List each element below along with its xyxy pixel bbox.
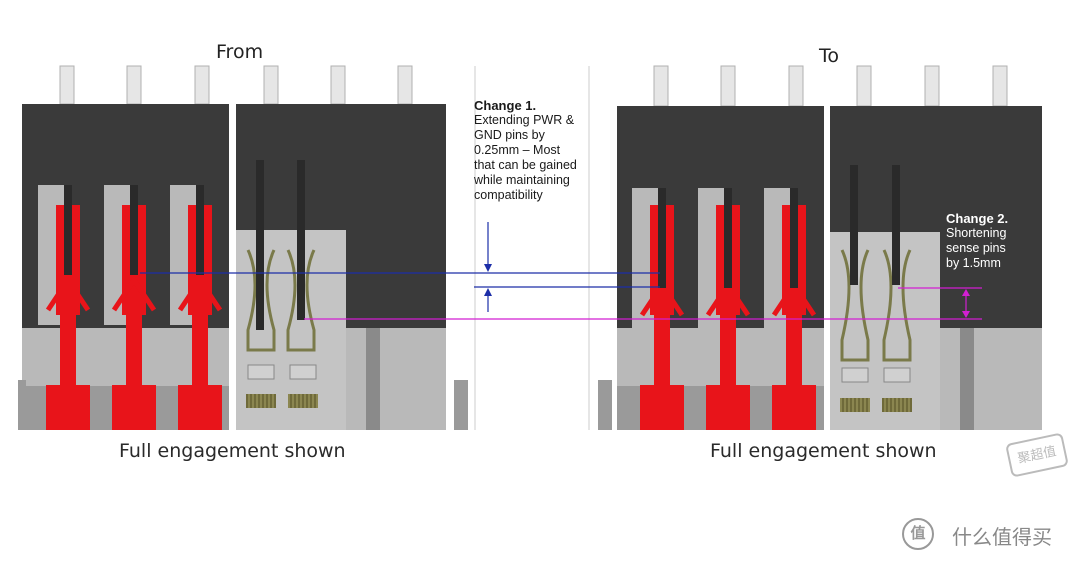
change1-line: GND pins by (474, 128, 545, 142)
from-connector (22, 65, 446, 430)
change2-line: Shortening (946, 226, 1007, 240)
to-connector (617, 65, 1042, 430)
change1-line: while maintaining (474, 173, 570, 187)
change2-reference-lines (304, 287, 982, 320)
change1-arrows (484, 222, 492, 312)
to-caption: Full engagement shown (710, 440, 937, 462)
change1-reference-lines (140, 272, 660, 288)
change1-note: Change 1. Extending PWR & GND pins by 0.… (474, 98, 594, 203)
change2-arrows (962, 289, 970, 318)
change1-line: Extending PWR & (474, 113, 575, 127)
from-caption: Full engagement shown (119, 440, 346, 462)
from-power-pins (46, 205, 222, 430)
from-title: From (216, 41, 264, 63)
change2-line: by 1.5mm (946, 256, 1001, 270)
change1-line: compatibility (474, 188, 543, 202)
change1-line: that can be gained (474, 158, 577, 172)
change2-heading: Change 2. (946, 211, 1009, 226)
to-title: To (819, 45, 840, 67)
brand-logo-icon: 值 (902, 518, 934, 550)
change2-line: sense pins (946, 241, 1006, 255)
watermark-brand: 什么值得买 (952, 525, 1052, 549)
change1-line: 0.25mm – Most (474, 143, 561, 157)
change2-note: Change 2. Shortening sense pins by 1.5mm (946, 211, 1036, 271)
to-sense-pins (840, 249, 912, 362)
change1-heading: Change 1. (474, 98, 537, 113)
